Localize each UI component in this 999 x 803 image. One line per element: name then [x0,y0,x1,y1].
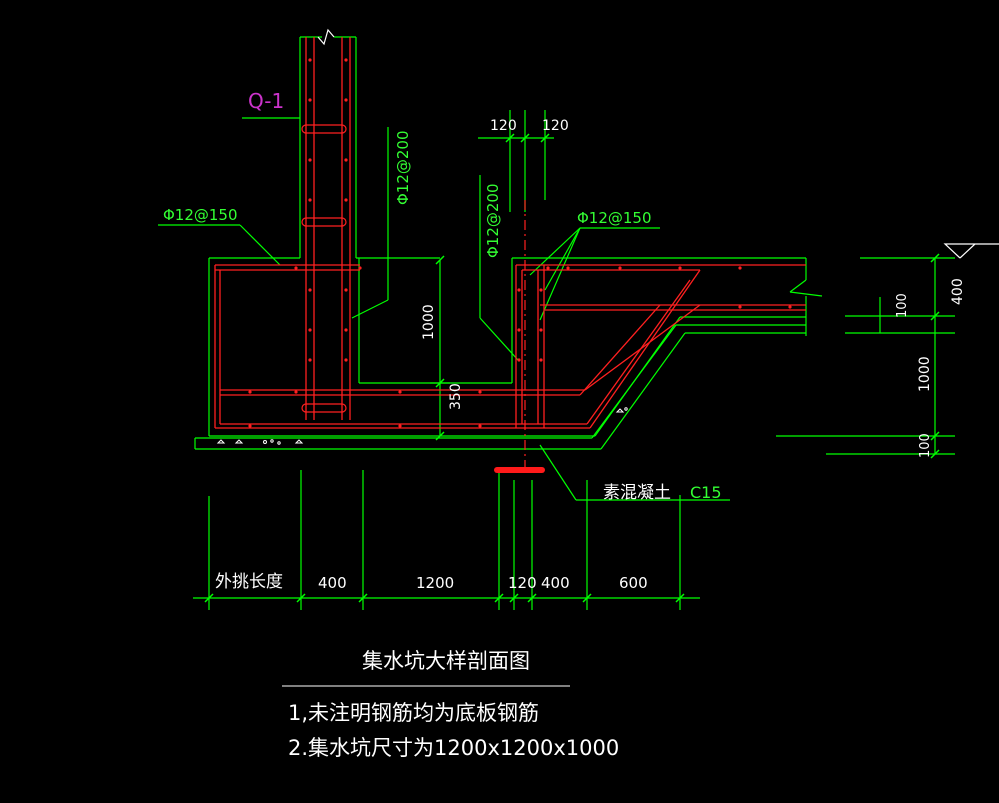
dim-bottom-120: 120 [508,574,537,592]
drawing-title: 集水坑大样剖面图 [362,649,530,673]
rebar-dots [248,58,792,428]
concrete-outline [158,36,955,610]
dim-bottom-outreach: 外挑长度 [215,572,283,592]
dim-bottom-400-a: 400 [318,574,347,592]
note-2: 2.集水坑尺寸为1200x1200x1000 [288,736,619,760]
elevation-marker-icon [943,243,999,259]
dim-bottom-600: 600 [619,574,648,592]
dim-top-120-a: 120 [490,118,517,134]
cushion-hatch [216,407,628,445]
wall-stirrups [301,124,347,413]
dimension-ticks [204,133,940,603]
concrete-grade-label: C15 [690,483,722,502]
rebar-layout [214,37,806,429]
dim-bottom-400-b: 400 [541,574,570,592]
dim-bottom-1200: 1200 [416,574,454,592]
dim-pit-depth: 1000 [421,304,437,340]
rebar-label-right: Φ12@150 [577,209,652,227]
dim-right-400: 400 [950,278,966,305]
dim-right-100b: 100 [918,433,933,458]
rebar-label-wall-1: Φ12@200 [394,130,412,205]
dim-slab-350: 350 [448,383,464,410]
dim-right-1000: 1000 [917,356,933,392]
rebar-label-wall-2: Φ12@200 [484,183,502,258]
dim-top-120-b: 120 [542,118,569,134]
plain-concrete-label: 素混凝土 [603,483,671,503]
rebar-label-left: Φ12@150 [163,206,238,224]
wall-break-icon [317,28,335,46]
dim-right-100a: 100 [895,293,910,318]
wall-tag: Q-1 [248,89,284,113]
note-1: 1,未注明钢筋均为底板钢筋 [288,701,539,725]
